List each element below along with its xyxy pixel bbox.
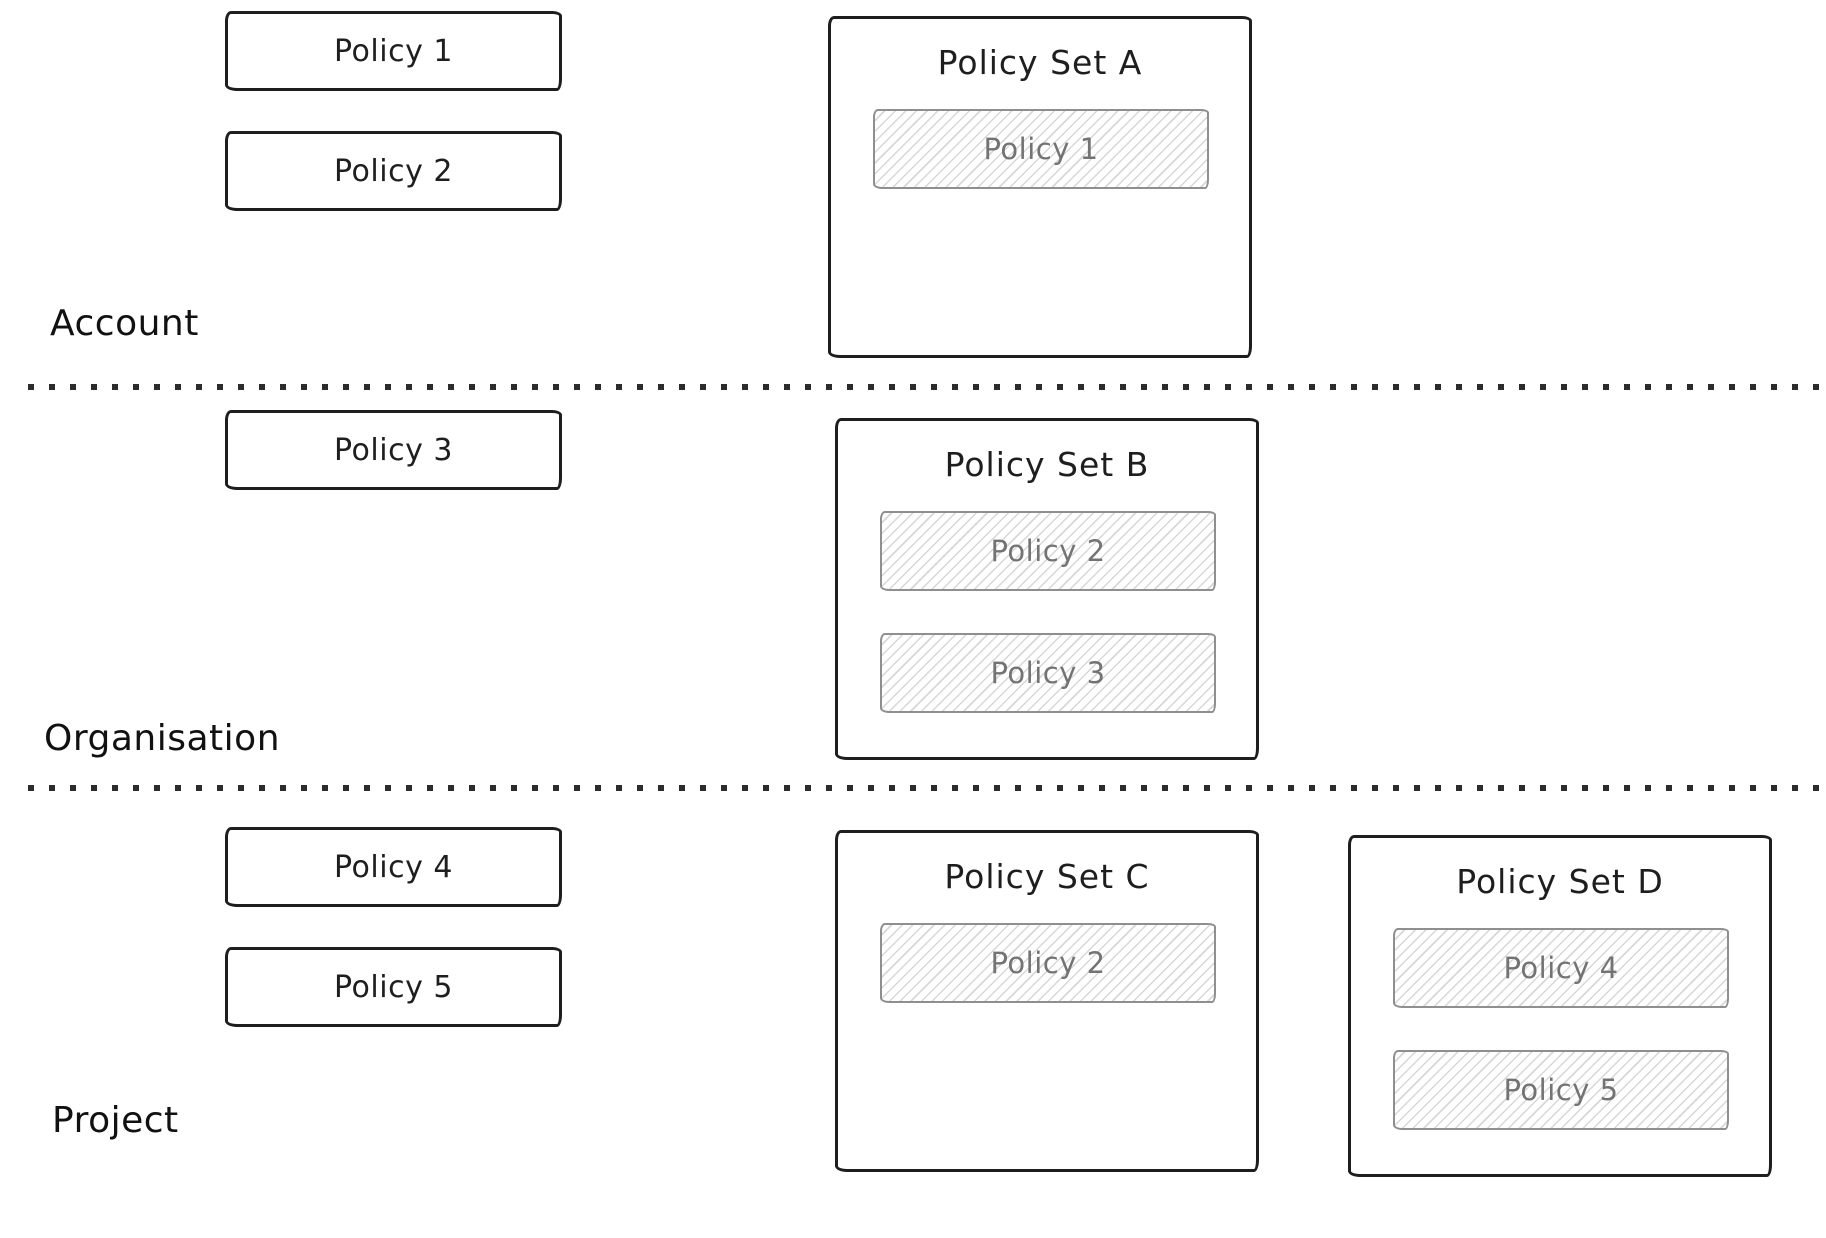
policy-box-policy-1: Policy 1 [225, 11, 562, 91]
policy-set-b: Policy Set B Policy 2 Policy 3 [835, 418, 1259, 760]
policy-set-d-title: Policy Set D [1456, 862, 1664, 901]
policy-box-policy-3: Policy 3 [225, 410, 562, 490]
policy-set-d-member-policy-4: Policy 4 [1393, 928, 1729, 1008]
policy-set-c-member-policy-2: Policy 2 [880, 923, 1216, 1003]
policy-set-c-title: Policy Set C [944, 857, 1150, 896]
section-label-project: Project [52, 1100, 179, 1141]
tier-divider-account-organisation [28, 384, 1826, 390]
policy-set-d: Policy Set D Policy 4 Policy 5 [1348, 835, 1772, 1177]
policy-set-d-member-policy-5: Policy 5 [1393, 1050, 1729, 1130]
policy-set-b-title: Policy Set B [944, 445, 1150, 484]
policy-set-a: Policy Set A Policy 1 [828, 16, 1252, 358]
policy-box-policy-5: Policy 5 [225, 947, 562, 1027]
policy-set-a-member-policy-1: Policy 1 [873, 109, 1209, 189]
policy-set-a-title: Policy Set A [937, 43, 1143, 82]
policy-set-c: Policy Set C Policy 2 [835, 830, 1259, 1172]
section-label-organisation: Organisation [44, 718, 281, 759]
section-label-account: Account [50, 303, 199, 344]
tier-divider-organisation-project [28, 785, 1826, 791]
policy-set-b-member-policy-2: Policy 2 [880, 511, 1216, 591]
policy-set-b-member-policy-3: Policy 3 [880, 633, 1216, 713]
policy-box-policy-4: Policy 4 [225, 827, 562, 907]
policy-box-policy-2: Policy 2 [225, 131, 562, 211]
